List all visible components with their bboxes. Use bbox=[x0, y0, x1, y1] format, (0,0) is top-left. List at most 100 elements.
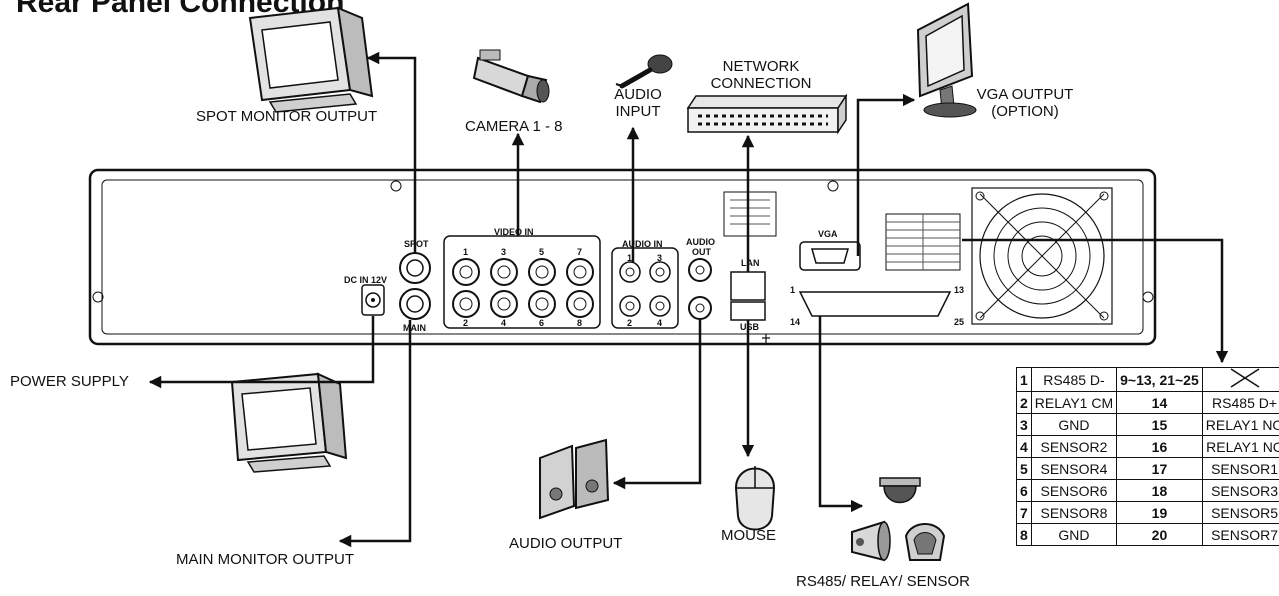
network-label-line1: NETWORK bbox=[722, 58, 800, 75]
dsub-pin-13: 13 bbox=[954, 285, 965, 295]
fan-icon bbox=[971, 187, 1113, 325]
lcd-monitor-icon bbox=[916, 2, 977, 118]
lan-label: LAN bbox=[741, 258, 760, 268]
pin-number-cell: 14 bbox=[1116, 391, 1203, 414]
audio-out-rca bbox=[688, 296, 712, 320]
dc-in-label: DC IN 12V bbox=[344, 275, 388, 285]
pin-signal-cell: RELAY1 NO bbox=[1201, 413, 1279, 436]
video-channel-2: 2 bbox=[463, 318, 469, 328]
video-in-bnc-grid bbox=[452, 258, 594, 318]
usb-label: USB bbox=[740, 322, 760, 332]
main-bnc-connector bbox=[399, 288, 431, 320]
power-wire bbox=[148, 316, 375, 389]
vga-port bbox=[799, 241, 861, 271]
pin-signal-cell: SENSOR6 bbox=[1030, 479, 1118, 502]
panel-screw bbox=[390, 180, 402, 192]
pin-number-cell: 7 bbox=[1016, 501, 1032, 524]
dvr-rear-panel bbox=[88, 168, 1157, 346]
pin-signal-cell: SENSOR8 bbox=[1030, 501, 1118, 524]
pin-number-cell: 18 bbox=[1116, 479, 1203, 502]
pin-signal-cell: SENSOR1 bbox=[1201, 457, 1279, 480]
main-wire bbox=[338, 320, 412, 548]
audio-in-block bbox=[611, 247, 679, 329]
audio-channel-1: 1 bbox=[627, 253, 633, 263]
main-monitor-label: MAIN MONITOR OUTPUT bbox=[176, 551, 355, 568]
vga-output-label-line2: (OPTION) bbox=[991, 103, 1059, 120]
audio-out-wire bbox=[612, 320, 702, 490]
camera-label: CAMERA 1 - 8 bbox=[465, 118, 563, 135]
pin-signal-cell: RS485 D- bbox=[1030, 367, 1118, 392]
pin-number-cell: 9~13, 21~25 bbox=[1116, 367, 1203, 392]
db25-connector bbox=[798, 291, 952, 317]
video-channel-3: 3 bbox=[501, 247, 507, 257]
power-supply-label: POWER SUPPLY bbox=[10, 373, 129, 390]
connection-wires bbox=[148, 51, 1229, 548]
spot-wire bbox=[366, 51, 417, 253]
pin-signal-cell: SENSOR2 bbox=[1030, 435, 1118, 458]
pin-signal-cell: GND bbox=[1030, 523, 1118, 546]
pin-number-cell: 15 bbox=[1116, 413, 1203, 436]
pin-signal-cell: SENSOR4 bbox=[1030, 457, 1118, 480]
pin-number-cell: 1 bbox=[1016, 367, 1032, 392]
panel-screw bbox=[827, 180, 839, 192]
mouse-icon bbox=[734, 466, 776, 531]
lan-port bbox=[730, 271, 766, 301]
crt-monitor-icon bbox=[230, 372, 348, 473]
audio-out-label-line2: OUT bbox=[692, 247, 711, 257]
video-in-label: VIDEO IN bbox=[494, 227, 534, 237]
audio-in-label: AUDIO IN bbox=[622, 239, 663, 249]
microphone-icon bbox=[615, 54, 673, 89]
audio-output-label: AUDIO OUTPUT bbox=[509, 535, 623, 552]
pin-number-cell: 8 bbox=[1016, 523, 1032, 546]
dsub-pin-1: 1 bbox=[790, 285, 796, 295]
camera-icon bbox=[472, 49, 550, 104]
audio-out-rca bbox=[688, 258, 712, 282]
dsub-pin-14: 14 bbox=[790, 317, 801, 327]
rs485-relay-sensor-label: RS485/ RELAY/ SENSOR bbox=[796, 573, 970, 590]
pin-number-cell: 2 bbox=[1016, 391, 1032, 414]
pin-number-cell: 19 bbox=[1116, 501, 1203, 524]
network-switch-icon bbox=[686, 93, 848, 135]
pin-signal-cell: SENSOR3 bbox=[1201, 479, 1279, 502]
pin-signal-cell: SENSOR5 bbox=[1201, 501, 1279, 524]
sensor-icon bbox=[904, 523, 946, 561]
mouse-label: MOUSE bbox=[721, 527, 777, 544]
main-port-label: MAIN bbox=[403, 323, 426, 333]
network-label-line2: CONNECTION bbox=[710, 75, 812, 92]
vga-wire bbox=[856, 93, 916, 256]
page-title: Rear Panel Connection bbox=[16, 0, 345, 19]
spot-port-label: SPOT bbox=[404, 239, 429, 249]
spot-bnc-connector bbox=[399, 252, 431, 284]
video-channel-7: 7 bbox=[577, 247, 583, 257]
pinout-wire bbox=[962, 238, 1229, 364]
video-in-block bbox=[443, 235, 601, 329]
video-channel-6: 6 bbox=[539, 318, 545, 328]
vga-port-label: VGA bbox=[818, 229, 838, 239]
pin-number-cell: 5 bbox=[1016, 457, 1032, 480]
video-channel-4: 4 bbox=[501, 318, 507, 328]
pin-signal-cell: SENSOR7 bbox=[1201, 523, 1279, 546]
unused-pin-cell bbox=[1201, 367, 1279, 392]
pin-number-cell: 4 bbox=[1016, 435, 1032, 458]
pin-signal-cell: RELAY1 NC bbox=[1201, 435, 1279, 458]
audio-out-label-line1: AUDIO bbox=[686, 237, 715, 247]
dome-camera-icon bbox=[879, 477, 921, 504]
panel-screw bbox=[92, 291, 104, 303]
panel-screw bbox=[1142, 291, 1154, 303]
relay-wire bbox=[818, 316, 864, 513]
usb-port bbox=[730, 301, 766, 321]
pin-number-cell: 17 bbox=[1116, 457, 1203, 480]
caution-label bbox=[723, 191, 777, 237]
speakers-icon bbox=[539, 438, 610, 520]
pin-signal-cell: RS485 D+ bbox=[1201, 391, 1279, 414]
